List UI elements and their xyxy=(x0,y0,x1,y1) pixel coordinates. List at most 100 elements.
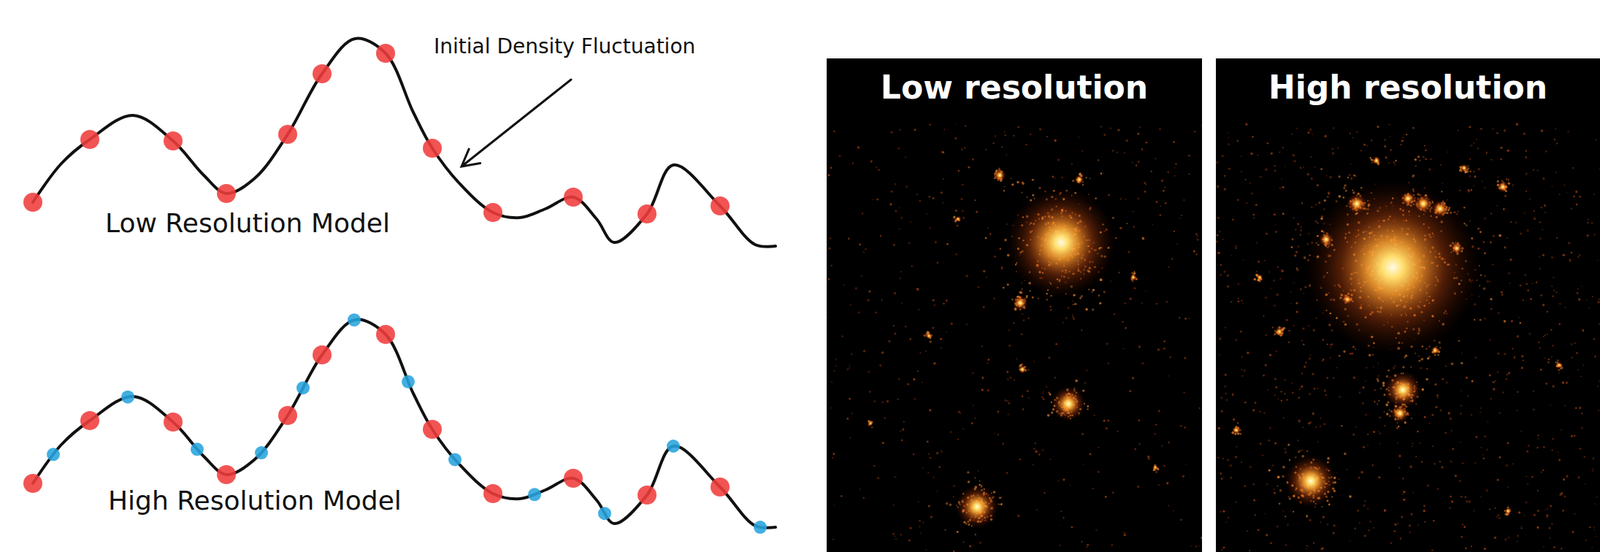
particle-noise xyxy=(946,243,949,246)
particle-noise xyxy=(1526,289,1530,293)
particle-noise xyxy=(1221,549,1224,551)
particle-noise xyxy=(1015,357,1018,360)
particle-noise xyxy=(971,545,974,547)
particle-noise xyxy=(1498,517,1501,520)
particle-noise xyxy=(1426,368,1428,370)
particle-noise xyxy=(1545,509,1547,512)
particle-noise xyxy=(1147,457,1151,461)
particle-noise xyxy=(1390,541,1393,545)
particle-noise xyxy=(1394,365,1397,367)
particle-noise xyxy=(1082,463,1085,466)
particle-noise xyxy=(1020,281,1023,284)
particle-noise xyxy=(863,497,865,499)
particle-noise xyxy=(1551,522,1553,525)
particle-noise xyxy=(1542,469,1544,472)
particle-noise xyxy=(1599,167,1600,171)
particle-noise xyxy=(1038,453,1040,455)
particle-noise xyxy=(1483,186,1487,190)
particle-noise xyxy=(1474,462,1476,464)
particle-noise xyxy=(1525,172,1528,175)
particle-noise xyxy=(1315,317,1318,320)
particle-noise xyxy=(1157,348,1160,351)
particle-noise xyxy=(1545,150,1548,153)
sample-particle xyxy=(163,131,183,151)
particle-noise xyxy=(928,340,932,344)
particle-noise xyxy=(922,521,925,524)
particle-noise xyxy=(1593,338,1596,341)
particle-noise xyxy=(1237,300,1240,303)
particle-noise xyxy=(848,397,851,401)
particle-noise xyxy=(1223,476,1225,479)
particle-noise xyxy=(987,362,989,364)
particle-noise xyxy=(1507,486,1509,488)
particle-noise xyxy=(1353,527,1356,530)
particle-noise xyxy=(1299,288,1303,291)
particle-noise xyxy=(1409,465,1412,469)
particle-noise xyxy=(1578,406,1582,409)
particle-noise xyxy=(1322,358,1324,361)
particle-noise xyxy=(1497,479,1500,482)
particle-noise xyxy=(982,305,986,309)
particle-noise xyxy=(1294,456,1297,459)
particle-noise xyxy=(1263,411,1266,415)
particle-noise xyxy=(1353,376,1356,379)
particle-noise xyxy=(1117,129,1120,132)
particle-noise xyxy=(1522,299,1525,301)
particle-noise xyxy=(1222,238,1224,241)
sample-particle xyxy=(563,187,583,207)
particle-noise xyxy=(1050,308,1053,312)
particle-noise xyxy=(1164,202,1167,205)
particle-noise xyxy=(1006,223,1009,226)
particle-noise xyxy=(1267,389,1269,391)
particle-noise xyxy=(1107,419,1110,423)
particle-noise xyxy=(1385,156,1388,159)
particle-noise xyxy=(1544,211,1546,214)
particle-noise xyxy=(1478,167,1481,171)
particle-noise xyxy=(868,290,871,293)
particle-noise xyxy=(1326,343,1329,345)
particle-noise xyxy=(1266,483,1269,486)
particle-noise xyxy=(1301,449,1303,451)
particle-noise xyxy=(1480,446,1483,449)
particle-noise xyxy=(1496,370,1499,374)
particle-noise xyxy=(1072,303,1075,306)
sample-particle xyxy=(448,452,462,466)
particle-noise xyxy=(1082,389,1085,392)
particle-noise xyxy=(867,370,870,374)
sample-particle xyxy=(296,381,310,395)
particle-noise xyxy=(1158,128,1161,130)
particle-noise xyxy=(850,304,852,306)
particle-noise xyxy=(1522,360,1525,362)
particle-noise xyxy=(893,535,896,537)
particle-noise xyxy=(952,216,956,220)
particle-noise xyxy=(1019,290,1023,294)
particle-noise xyxy=(1284,379,1286,381)
particle-noise xyxy=(1548,358,1551,361)
particle-noise xyxy=(1253,216,1256,220)
particle-noise xyxy=(833,129,836,133)
particle-noise xyxy=(1288,330,1290,332)
particle-noise xyxy=(1464,547,1468,550)
particle-noise xyxy=(1095,529,1098,532)
particle-noise xyxy=(870,159,873,163)
particle-noise xyxy=(1225,392,1227,395)
particle-noise xyxy=(1273,165,1276,167)
particle-noise xyxy=(886,400,889,403)
particle-noise xyxy=(1472,170,1475,173)
particle-noise xyxy=(1259,175,1262,179)
particle-noise xyxy=(1489,280,1491,282)
particle-noise xyxy=(1284,451,1287,454)
particle-noise xyxy=(1283,392,1286,396)
particle-noise xyxy=(1387,162,1389,164)
particle-noise xyxy=(1525,150,1527,152)
particle-noise xyxy=(918,519,921,522)
particle-noise xyxy=(866,298,870,301)
particle-noise xyxy=(1562,254,1565,257)
particle-noise xyxy=(1539,346,1541,349)
particle-noise xyxy=(1252,213,1255,217)
particle-noise xyxy=(1028,289,1032,293)
particle-noise xyxy=(869,390,872,393)
particle-noise xyxy=(975,211,978,214)
particle-noise xyxy=(952,484,955,487)
particle-noise xyxy=(1551,185,1553,187)
